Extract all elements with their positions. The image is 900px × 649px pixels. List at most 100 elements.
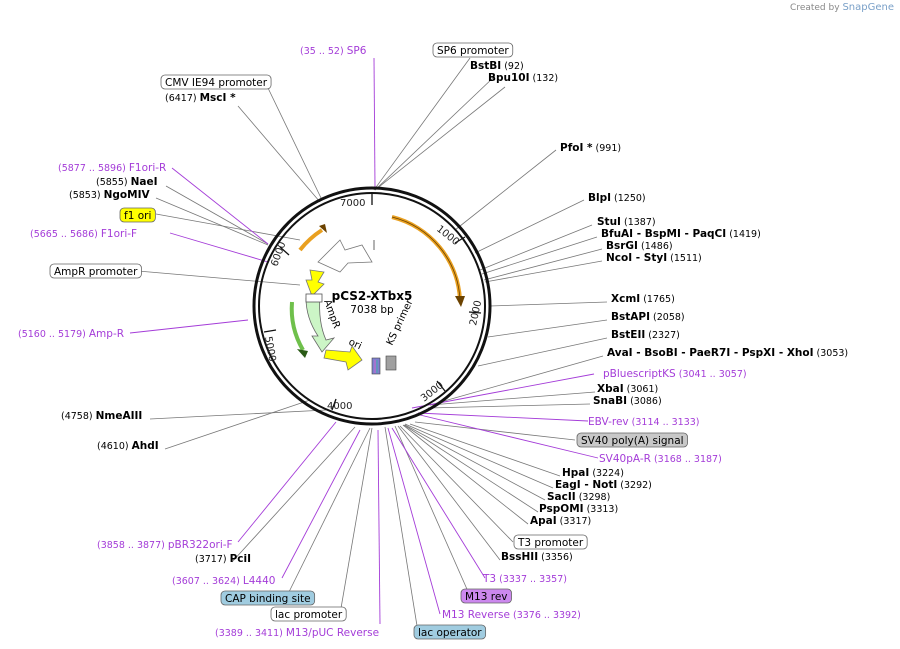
enzyme-ngomiv: (5853) NgoMIV [69,189,150,201]
feature-m13-rev: M13 rev [460,588,512,604]
enzyme-blpi: BlpI (1250) [588,192,646,204]
primer-position: (35 .. 52) [300,46,347,57]
enzyme-naei: (5855) NaeI [96,176,158,188]
enzyme-bpu10i: Bpu10I (132) [488,72,558,84]
enzyme-name: BstAPI [611,311,650,323]
enzyme-position: (6417) [165,93,200,104]
enzyme-name: StuI [597,216,621,228]
enzyme-position: (3061) [624,384,659,395]
primer-position: (5877 .. 5896) [58,163,129,174]
primer-label: (35 .. 52) SP6 [300,45,367,57]
enzyme-label: StuI (1387) [597,216,656,228]
primer-l4440: (3607 .. 3624) L4440 [172,575,275,587]
enzyme-position: (1250) [611,193,646,204]
enzyme-position: (3086) [627,396,662,407]
enzyme-pcii: (3717) PciI [195,553,251,565]
enzyme-position: (1419) [726,229,761,240]
primer-label: EBV-rev (3114 .. 3133) [588,416,700,428]
enzyme-label: BfuAI - BspMI - PaqCI (1419) [601,228,761,240]
primer-f1ori-r: (5877 .. 5896) F1ori-R [58,162,166,174]
enzyme-bstbi: BstBI (92) [470,60,524,72]
primer-m13-puc-reverse: (3389 .. 3411) M13/pUC Reverse [215,627,379,639]
primer-position: (5665 .. 5686) [30,229,101,240]
ori-feature [323,345,363,371]
enzyme-apai: ApaI (3317) [530,515,591,527]
primer-label: (5877 .. 5896) F1ori-R [58,162,166,174]
feature-label: SV40 poly(A) signal [581,435,684,447]
feature-label: AmpR promoter [54,266,138,278]
feature-label: lac operator [418,627,482,639]
primer-name: F1ori-F [101,228,137,240]
enzyme-label: BlpI (1250) [588,192,646,204]
primer-name: SV40pA-R [599,453,651,465]
feature-box [119,207,156,223]
primer-f1ori-f: (5665 .. 5686) F1ori-F [30,228,137,240]
tick-7000: 7000 [340,198,365,209]
enzyme-name: AvaI - BsoBI - PaeR7I - PspXI - XhoI [607,347,814,359]
feature-box [576,432,688,448]
enzyme-snabi: SnaBI (3086) [593,395,662,407]
enzyme-position: (92) [501,61,524,72]
tick-2000: 2000 [468,299,484,326]
enzyme-label: (4610) AhdI [97,440,159,452]
primer-label: (3389 .. 3411) M13/pUC Reverse [215,627,379,639]
enzyme-name: PfoI * [560,142,593,154]
enzyme-ahdi: (4610) AhdI [97,440,159,452]
credit-prefix: Created by [790,3,840,13]
primer-name: L4440 [243,575,276,587]
enzyme-label: PspOMI (3313) [539,503,618,515]
feature-box [220,590,316,606]
ampr-arc-arrowhead [297,349,308,358]
primer-label: SV40pA-R (3168 .. 3187) [599,453,722,465]
enzyme-name: PciI [230,553,251,565]
ticks-group [263,193,482,411]
primer-t3: T3 (3337 .. 3357) [482,573,567,585]
ori-inner-label: ori [347,337,363,352]
enzyme-xcmi: XcmI (1765) [611,293,675,305]
insert-arc-line [391,216,461,301]
feature-box [460,588,512,604]
tick-5000: 5000 [262,336,277,363]
enzyme-bsteii: BstEII (2327) [611,329,680,341]
enzyme-position: (2327) [645,330,680,341]
enzyme-label: (5855) NaeI [96,176,158,188]
feature-box [513,534,588,550]
feature-label: SP6 promoter [437,45,509,57]
f1ori-feature [305,269,325,297]
enzyme-name: PspOMI [539,503,584,515]
enzyme-label: NcoI - StyI (1511) [606,252,702,264]
feature-box [413,624,487,640]
primer-label: (3858 .. 3877) pBR322ori-F [97,539,233,551]
enzyme-position: (3224) [589,468,624,479]
primer-label: (5665 .. 5686) F1ori-F [30,228,137,240]
enzyme-label: HpaI (3224) [562,467,624,479]
enzyme-position: (3298) [576,492,611,503]
enzyme-position: (132) [530,73,559,84]
enzyme-position: (3717) [195,554,230,565]
feature-t3-promoter: T3 promoter [513,534,588,550]
feature-label: f1 ori [124,210,151,222]
primer-label: (5160 .. 5179) Amp-R [18,328,124,340]
feature-box [49,263,142,279]
feature-label: M13 rev [465,591,508,603]
enzyme-sacii: SacII (3298) [547,491,610,503]
enzyme-name: NmeAIII [96,410,143,422]
primer-position: (3389 .. 3411) [215,628,286,639]
enzyme-name: Bpu10I [488,72,530,84]
cmv-arrowhead [319,224,327,233]
enzyme-msci: (6417) MscI * [165,92,236,104]
enzyme-name: BfuAI - BspMI - PaqCI [601,228,726,240]
enzyme-position: (1765) [640,294,675,305]
enzyme-name: BlpI [588,192,611,204]
primer-position: (3337 .. 3357) [496,574,567,585]
leader-lines [137,57,608,633]
plasmid-name: pCS2-XTbx5 [332,289,413,303]
enzyme-name: BstBI [470,60,501,72]
feature-label: lac promoter [275,609,343,621]
enzyme-name: XbaI [597,383,624,395]
feature-cap-binding-site: CAP binding site [220,590,316,606]
backbone-outer [252,186,492,426]
enzyme-label: ApaI (3317) [530,515,591,527]
tick-4000: 4000 [327,401,352,412]
